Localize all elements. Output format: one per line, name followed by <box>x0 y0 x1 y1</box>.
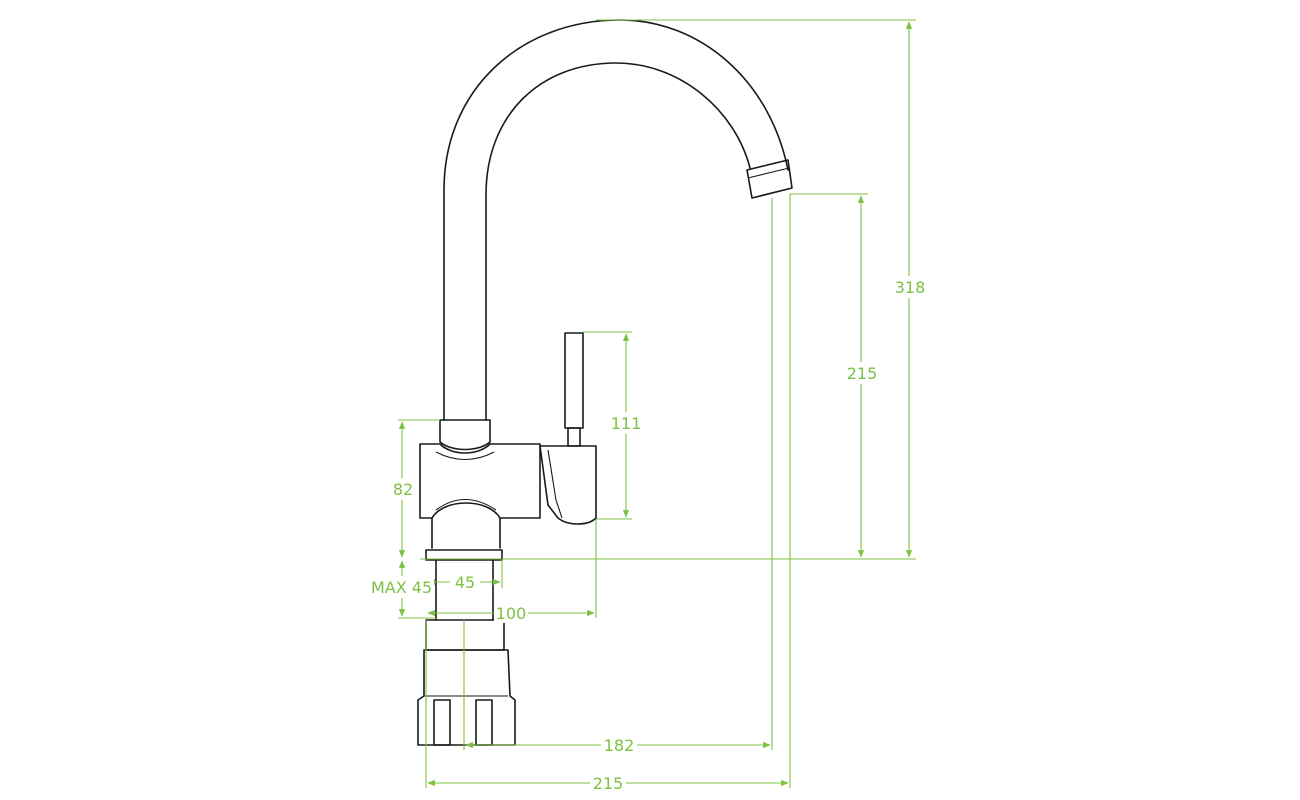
handle-lever <box>564 332 584 429</box>
aerator <box>746 159 793 199</box>
spout-outer <box>443 19 789 421</box>
valve-body <box>419 443 541 519</box>
lock-nut <box>425 619 505 651</box>
aerator-edge <box>747 167 790 179</box>
faucet-outline <box>417 19 793 746</box>
cartridge-detail <box>547 449 563 519</box>
label-215-horizontal: 215 <box>593 774 624 793</box>
base-flange <box>425 549 503 561</box>
mount-nut <box>417 649 516 746</box>
label-111: 111 <box>611 414 642 433</box>
label-318: 318 <box>895 278 926 297</box>
label-100: 100 <box>496 604 527 623</box>
neck-collar <box>439 419 491 451</box>
handle-cartridge <box>539 445 597 525</box>
nut-teeth <box>433 699 493 746</box>
dimension-labels: 318 215 111 82 MAX 45 45 100 182 215 <box>368 276 928 793</box>
label-max-45: MAX 45 <box>371 578 432 597</box>
body-lower-neck <box>431 517 501 549</box>
label-215-vertical: 215 <box>847 364 878 383</box>
dimension-lines <box>398 19 916 788</box>
spout-inner <box>485 62 751 421</box>
body-seam <box>435 451 495 461</box>
handle-stem <box>567 427 581 447</box>
body-lower-seam <box>435 499 497 511</box>
label-45: 45 <box>455 573 475 592</box>
label-182: 182 <box>604 736 635 755</box>
label-82: 82 <box>393 480 413 499</box>
